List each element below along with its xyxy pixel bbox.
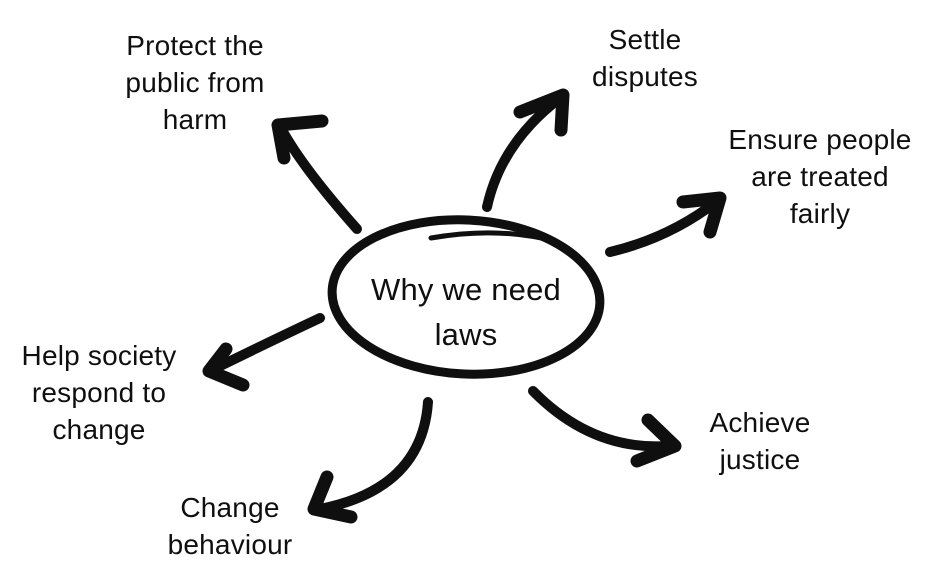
center-node-label: Why we need laws — [370, 272, 562, 352]
arrow-achieve-justice — [528, 386, 682, 468]
arrow-protect-public — [271, 114, 362, 234]
node-help-society: Help society respond to change — [21, 340, 177, 445]
arrow-ensure-fairness — [605, 191, 727, 257]
arrow-change-behaviour — [307, 397, 433, 524]
node-ensure-fairness: Ensure people are treated fairly — [728, 124, 912, 229]
node-protect-public: Protect the public from harm — [125, 30, 265, 135]
node-achieve-justice: Achieve justice — [709, 407, 811, 475]
arrow-help-society — [202, 313, 325, 392]
node-change-behaviour: Change behaviour — [167, 492, 293, 560]
center-ellipse-shape — [327, 215, 605, 379]
node-settle-disputes: Settle disputes — [592, 24, 698, 92]
arrow-settle-disputes — [482, 88, 570, 212]
